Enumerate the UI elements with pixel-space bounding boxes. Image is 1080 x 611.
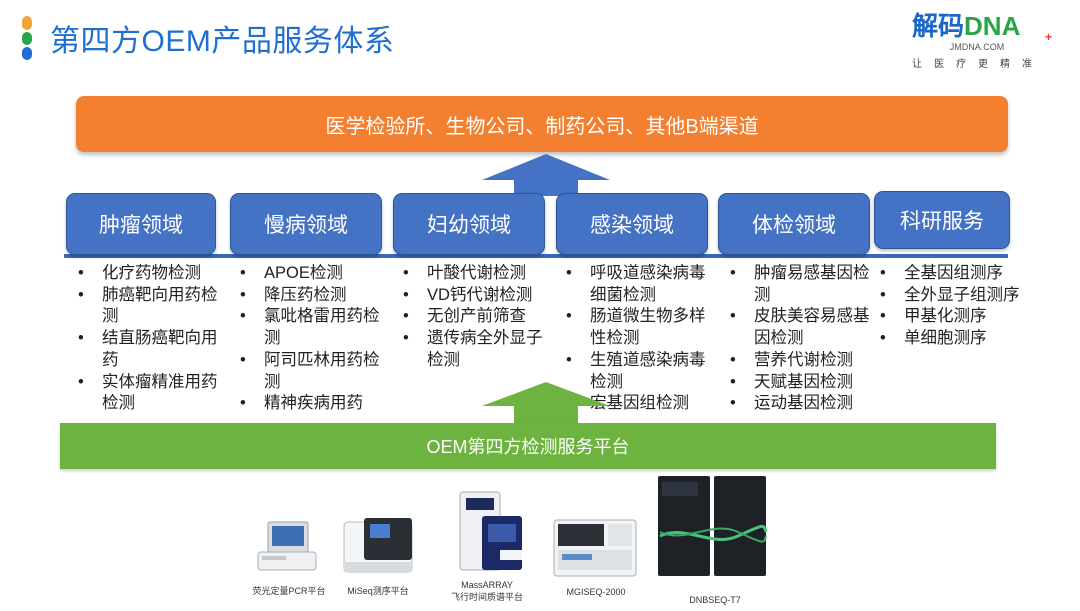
device-caption-line2: 飞行时间质谱平台 <box>450 592 523 602</box>
domain-strip <box>64 254 1008 258</box>
list-item: 天赋基因检测 <box>730 372 878 394</box>
list-item: 全基因组测序 <box>880 263 1020 285</box>
list-item: 氯吡格雷用药检测 <box>240 306 392 349</box>
page-title: 第四方OEM产品服务体系 <box>50 25 395 58</box>
infection-list: 呼吸道感染病毒细菌检测 肠道微生物多样性检测 生殖道感染病毒检测 宏基因组检测 <box>566 263 716 415</box>
logo-domain: JMDNA.COM <box>949 42 1005 52</box>
list-item: 皮肤美容易感基因检测 <box>730 306 878 349</box>
list-item: 叶酸代谢检测 <box>403 263 553 285</box>
blue-up-arrow-icon <box>482 154 610 196</box>
list-item: 结直肠癌靶向用药 <box>78 328 228 371</box>
title-accent-bar <box>22 16 32 60</box>
list-item: 阿司匹林用药检测 <box>240 350 392 393</box>
green-up-arrow-icon <box>482 382 610 426</box>
logo-name-cn: 解码 <box>912 11 965 41</box>
list-item: 全外显子组测序 <box>880 285 1020 307</box>
list-item: APOE检测 <box>240 263 392 285</box>
domain-infection: 感染领域 <box>556 193 708 255</box>
list-item: VD钙代谢检测 <box>403 285 553 307</box>
logo-slogan: 让医疗更精准 <box>912 59 1044 70</box>
device-caption: MiSeq测序平台 <box>347 586 409 596</box>
list-item: 肿瘤易感基因检测 <box>730 263 878 306</box>
list-item: 降压药检测 <box>240 285 392 307</box>
device-caption: MGISEQ-2000 <box>566 587 626 597</box>
list-item: 营养代谢检测 <box>730 350 878 372</box>
logo-name-en: DNA <box>964 11 1021 41</box>
domain-checkup: 体检领域 <box>718 193 870 255</box>
list-item: 单细胞测序 <box>880 328 1020 350</box>
research-list: 全基因组测序 全外显子组测序 甲基化测序 单细胞测序 <box>880 263 1020 350</box>
list-item: 运动基因检测 <box>730 393 878 415</box>
domain-chronic: 慢病领域 <box>230 193 382 255</box>
dnbseq-instrument-icon <box>658 476 768 576</box>
pcr-instrument-icon <box>257 521 317 571</box>
maternal-list: 叶酸代谢检测 VD钙代谢检测 无创产前筛查 遗传病全外显子检测 <box>403 263 553 372</box>
company-logo: 解码DNA + JMDNA.COM 让医疗更精准 <box>912 12 1062 72</box>
list-item: 实体瘤精准用药检测 <box>78 372 228 415</box>
list-item: 化疗药物检测 <box>78 263 228 285</box>
domain-maternal: 妇幼领域 <box>393 193 545 255</box>
list-item: 甲基化测序 <box>880 306 1020 328</box>
logo-plus-icon: + <box>1045 30 1053 44</box>
mgiseq-instrument-icon <box>553 519 637 577</box>
miseq-instrument-icon <box>343 518 413 573</box>
domain-oncology: 肿瘤领域 <box>66 193 216 255</box>
list-item: 精神疾病用药 <box>240 393 392 415</box>
device-caption: 荧光定量PCR平台 <box>252 586 326 596</box>
checkup-list: 肿瘤易感基因检测 皮肤美容易感基因检测 营养代谢检测 天赋基因检测 运动基因检测 <box>730 263 878 415</box>
platform-bar: OEM第四方检测服务平台 <box>60 423 996 469</box>
list-item: 无创产前筛查 <box>403 306 553 328</box>
list-item: 生殖道感染病毒检测 <box>566 350 716 393</box>
channel-box: 医学检验所、生物公司、制药公司、其他B端渠道 <box>76 96 1008 152</box>
list-item: 肺癌靶向用药检测 <box>78 285 228 328</box>
device-caption: DNBSEQ-T7 <box>689 595 741 605</box>
chronic-list: APOE检测 降压药检测 氯吡格雷用药检测 阿司匹林用药检测 精神疾病用药 <box>240 263 392 415</box>
list-item: 遗传病全外显子检测 <box>403 328 553 371</box>
list-item: 肠道微生物多样性检测 <box>566 306 716 349</box>
oncology-list: 化疗药物检测 肺癌靶向用药检测 结直肠癌靶向用药 实体瘤精准用药检测 <box>78 263 228 415</box>
massarray-instrument-icon <box>459 491 522 571</box>
device-caption-line1: MassARRAY <box>461 580 513 590</box>
list-item: 呼吸道感染病毒细菌检测 <box>566 263 716 306</box>
domain-research: 科研服务 <box>874 191 1010 249</box>
